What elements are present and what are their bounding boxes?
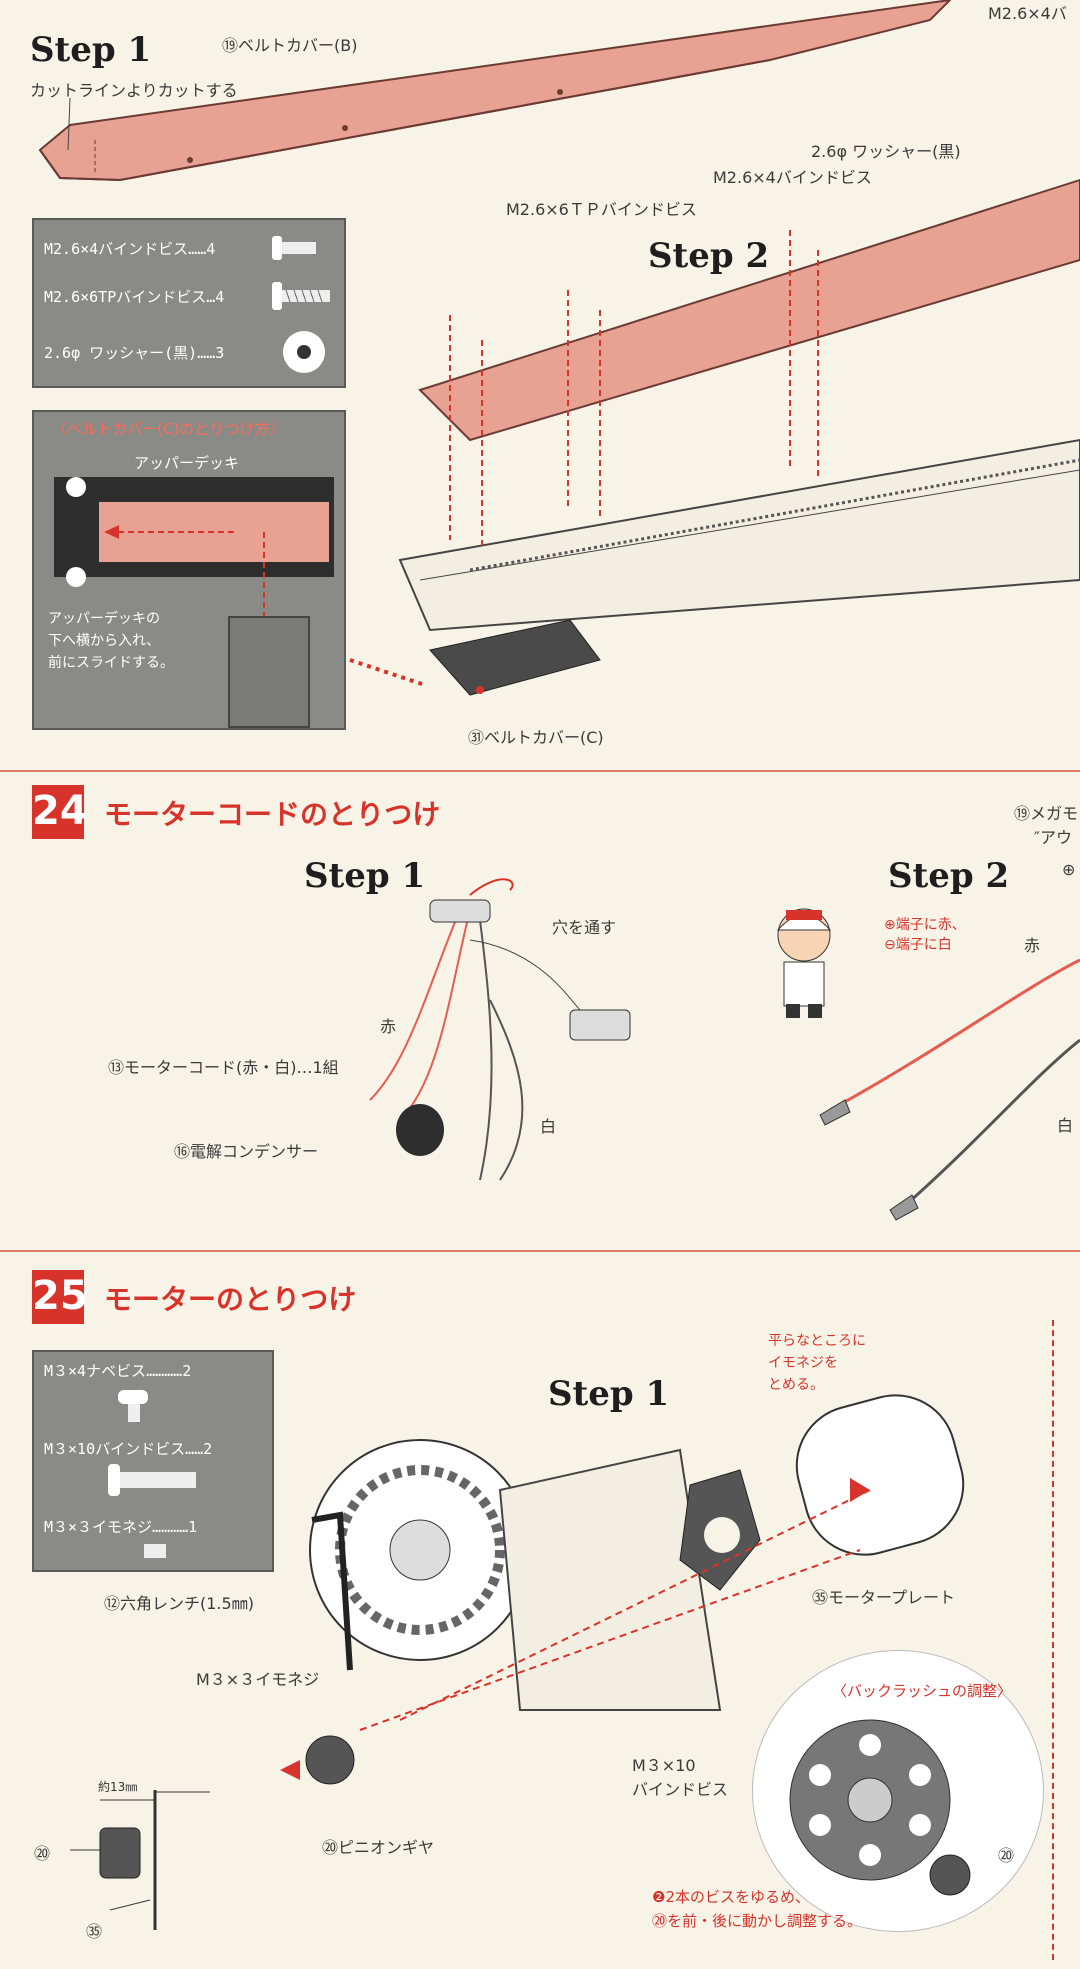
capacitor-label: ⑯電解コンデンサー — [174, 1142, 319, 1161]
backlash-gear-illustration — [789, 1719, 971, 1896]
section-number-25: 25 — [32, 1270, 88, 1324]
s24-step1-title: Step 1 — [304, 856, 426, 896]
inset-note-2: 下へ横から入れ、 — [48, 633, 161, 649]
terminal-note-2: ⊖端子に白 — [884, 937, 952, 953]
s24-white-label: 白 — [1057, 1116, 1074, 1135]
mascot-icon — [776, 908, 832, 1018]
tapping-screw-icon — [272, 282, 330, 310]
step1-title: Step 1 — [30, 30, 152, 70]
parts-item-pan-screw: M３×4ナベビス…………2 — [44, 1362, 192, 1380]
section-number-24: 24 — [32, 785, 88, 839]
flat-note-1: 平らなところに — [768, 1333, 866, 1349]
s24-step2-title: Step 2 — [888, 856, 1010, 896]
red-wire-label: 赤 — [380, 1017, 397, 1036]
long-bind-screw-icon — [108, 1464, 196, 1496]
pinion-ref-label: ⑳ — [34, 1844, 51, 1863]
pan-screw-icon — [118, 1390, 148, 1422]
terminal-wiring-illustration — [819, 958, 1080, 1221]
tp-screws-label: M2.6×6ＴＰバインドビス — [506, 200, 697, 219]
plus-mark: ⊕ — [1062, 860, 1076, 879]
parts-item-tp-screw: M2.6×6TPバインドビス…4 — [44, 288, 225, 306]
flat-note-2: イモネジを — [768, 1355, 838, 1371]
motor-mount-illustration — [280, 1394, 965, 1785]
parts-item-long-bind-screw: M３×10バインドビス……2 — [44, 1440, 213, 1458]
section-title-24: モーターコードのとりつけ — [104, 798, 441, 831]
washer-icon — [283, 331, 325, 373]
parts-box-25: M３×4ナベビス…………2 M３×10バインドビス……2 M３×３イモネジ………… — [32, 1350, 274, 1572]
motor-cord-label: ⑬モーターコード(赤・白)…1組 — [108, 1058, 339, 1077]
terminal-note-1: ⊕端子に赤、 — [884, 917, 966, 933]
megamotor-cut-1: ⑲メガモ — [1014, 804, 1079, 823]
bind-screws-25-label-2: バインドビス — [632, 1780, 729, 1799]
section-divider-2 — [0, 1250, 1080, 1252]
inset-note-1: アッパーデッキの — [48, 611, 160, 627]
motor-plate-label: ㉟モータープレート — [812, 1588, 956, 1607]
belt-cover-c-label: ㉛ベルトカバー(C) — [468, 728, 604, 747]
s24-red-label: 赤 — [1024, 936, 1041, 955]
backlash-title: 〈バックラッシュの調整〉 — [832, 1682, 1013, 1700]
top-screw-label: M2.6×4バ — [988, 4, 1067, 23]
belt-cover-c-inset: 〈ベルトカバー(C)のとりつけ方〉 アッパーデッキ アッパーデッキの 下へ横から… — [32, 410, 346, 730]
parts-item-set-screw: M３×３イモネジ…………1 — [44, 1518, 198, 1536]
hex-wrench-label: ⑫六角レンチ(1.5㎜) — [104, 1594, 254, 1613]
column-divider — [1052, 1320, 1054, 1960]
parts-item-washer: 2.6φ ワッシャー(黒)……3 — [44, 344, 225, 362]
pinion-gear-label: ⑳ピニオンギヤ — [322, 1838, 435, 1857]
bind-screw-icon — [272, 236, 316, 260]
chassis-step2-illustration — [349, 178, 1080, 696]
white-wire-label: 白 — [540, 1117, 557, 1136]
inset-title: 〈ベルトカバー(C)のとりつけ方〉 — [52, 420, 285, 438]
parts-item-bind-screw: M2.6×4バインドビス……4 — [44, 240, 216, 258]
cut-line-pointer — [67, 97, 71, 151]
upper-deck-label: アッパーデッキ — [134, 454, 240, 472]
bind-screws-label: M2.6×4バインドビス — [713, 168, 872, 187]
motor-cord-illustration — [369, 878, 631, 1181]
section-divider-1 — [0, 770, 1080, 772]
inset-illustration — [54, 477, 334, 728]
set-screw-icon — [144, 1544, 166, 1558]
set-screw-label: M３×３イモネジ — [196, 1670, 320, 1689]
washer-label: 2.6φ ワッシャー(黒) — [811, 142, 961, 161]
backlash-gear-ref: ⑳ — [998, 1846, 1015, 1865]
megamotor-cut-2: ″アウ — [1034, 828, 1072, 847]
step2-title: Step 2 — [648, 236, 770, 276]
through-hole-label: 穴を通す — [552, 918, 617, 937]
inset-note-3: 前にスライドする。 — [48, 655, 174, 671]
pinion-distance-illustration — [70, 1790, 210, 1930]
belt-cover-b-label: ⑲ベルトカバー(B) — [222, 36, 358, 55]
flat-note-3: とめる。 — [768, 1377, 824, 1393]
bind-screws-25-label-1: M３×10 — [632, 1756, 696, 1775]
parts-box-23: M2.6×4バインドビス……4 M2.6×6TPバインドビス…4 2.6φ ワッ… — [32, 218, 346, 388]
plate-ref-label: ㉟ — [86, 1922, 103, 1941]
backlash-note-1: ❷2本のビスをゆるめ、 — [652, 1888, 810, 1906]
cut-line-note: カットラインよりカットする — [30, 81, 238, 100]
section-title-25: モーターのとりつけ — [104, 1283, 357, 1316]
distance-label: 約13㎜ — [98, 1780, 138, 1794]
belt-cover-b-illustration — [38, 0, 952, 182]
backlash-note-2: ⑳を前・後に動かし調整する。 — [652, 1912, 863, 1930]
s25-step1-title: Step 1 — [548, 1374, 670, 1414]
